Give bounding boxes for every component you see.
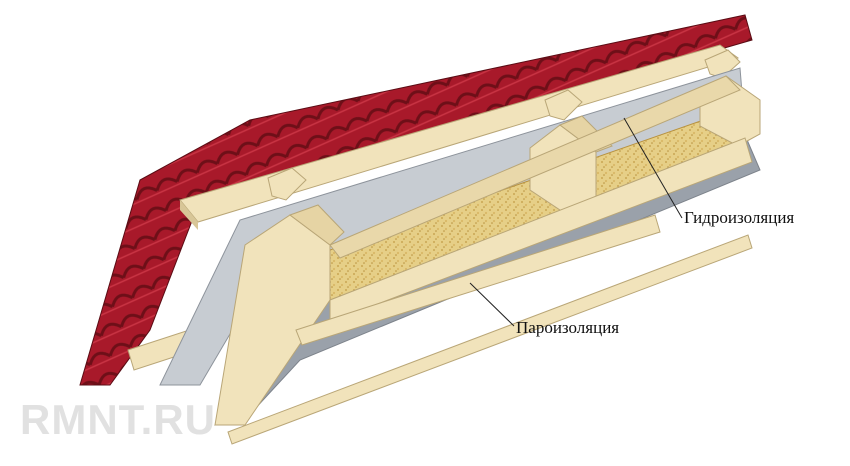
batten-front-upper [295, 214, 661, 346]
roof-tiles [79, 14, 753, 386]
batten-post-2 [544, 89, 583, 121]
batten-post-1 [267, 167, 307, 201]
rafter-bottom-beam [329, 137, 753, 323]
batten-front-lower [227, 234, 753, 445]
vapor-barrier-label: Пароизоляция [516, 318, 620, 337]
leader-waterproofing [623, 117, 683, 219]
waterproofing-label: Гидроизоляция [684, 208, 795, 227]
batten-post-3 [704, 49, 741, 79]
rafter-top-edge [329, 75, 741, 259]
leader-vapor-barrier [469, 282, 515, 327]
watermark: RMNT.RU [20, 396, 216, 443]
